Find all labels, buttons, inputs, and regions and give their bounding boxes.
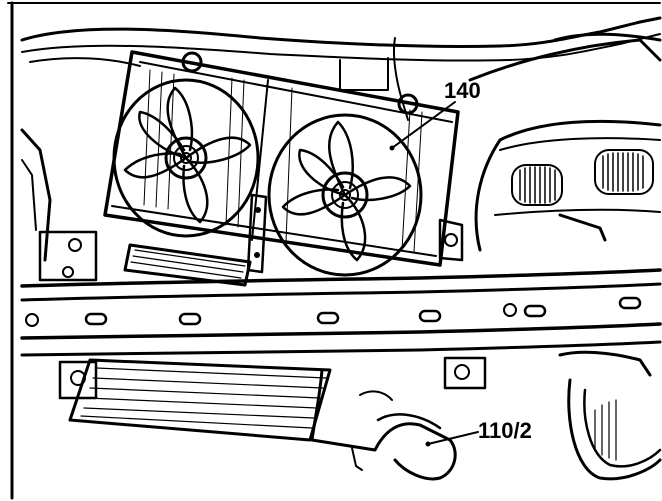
bumper-crossmember: [20, 268, 662, 357]
headlight-assembly: [468, 32, 662, 252]
callout-label-fan-assembly: 140: [444, 78, 481, 103]
callout-110-2: 110/2: [425, 418, 532, 447]
lower-right-bracket: [443, 350, 652, 390]
intake-hose: [310, 368, 457, 481]
headlight-vent-right: [594, 149, 654, 195]
left-side-member: [20, 128, 98, 282]
shroud-bolt-left: [181, 51, 203, 73]
cooling-fan-right: [267, 113, 423, 277]
hood-panel: [20, 16, 662, 121]
front-wheel: [567, 378, 662, 481]
intercooler: [58, 243, 332, 442]
headlight-vent-left: [511, 164, 563, 206]
callout-140: 140: [389, 78, 481, 151]
frame-border: [7, 1, 661, 500]
cooling-fan-left: [112, 78, 260, 238]
crossmember-slots: [84, 296, 642, 326]
shroud-bolt-right: [397, 93, 419, 115]
callout-label-intake-hose: 110/2: [478, 418, 532, 443]
right-fan-bracket: [438, 218, 464, 262]
